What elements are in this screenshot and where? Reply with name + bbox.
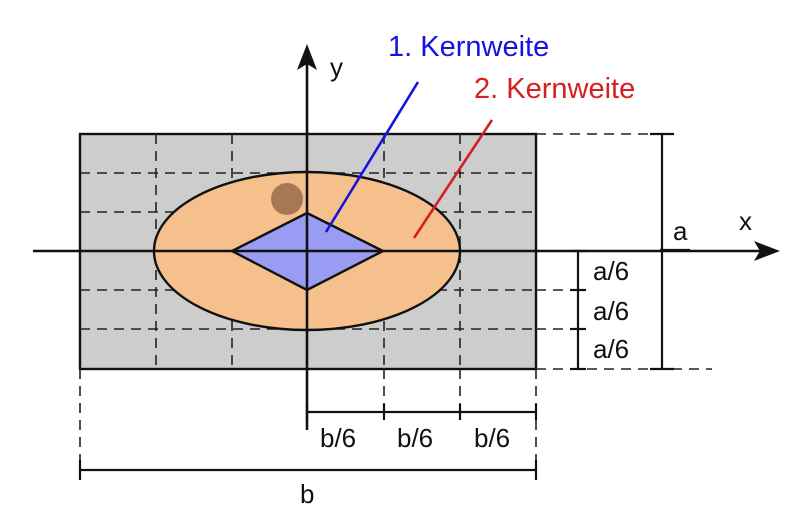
b6-label-1: b/6 [320, 423, 356, 453]
load-point [271, 183, 303, 215]
a6-label-3: a/6 [593, 334, 629, 364]
x-axis-label: x [739, 206, 752, 236]
dimension-a-label: a [673, 216, 688, 246]
dimension-a6 [570, 249, 586, 371]
x-axis [33, 241, 780, 261]
grid-lines [80, 134, 536, 369]
b6-label-2: b/6 [397, 423, 433, 453]
dimension-b-label: b [300, 479, 314, 509]
kern1-leader-line [324, 81, 420, 233]
y-axis-label: y [330, 52, 343, 82]
b6-label-3: b/6 [474, 423, 510, 453]
dimension-b [78, 460, 538, 480]
dimension-a [650, 132, 690, 371]
dimension-b6 [305, 404, 538, 420]
kern1-label: 1. Kernweite [388, 31, 549, 63]
kern2-label: 2. Kernweite [474, 73, 635, 105]
kern2-leader-line [412, 119, 494, 239]
y-axis [297, 44, 317, 430]
a6-label-1: a/6 [593, 256, 629, 286]
a6-label-2: a/6 [593, 296, 629, 326]
